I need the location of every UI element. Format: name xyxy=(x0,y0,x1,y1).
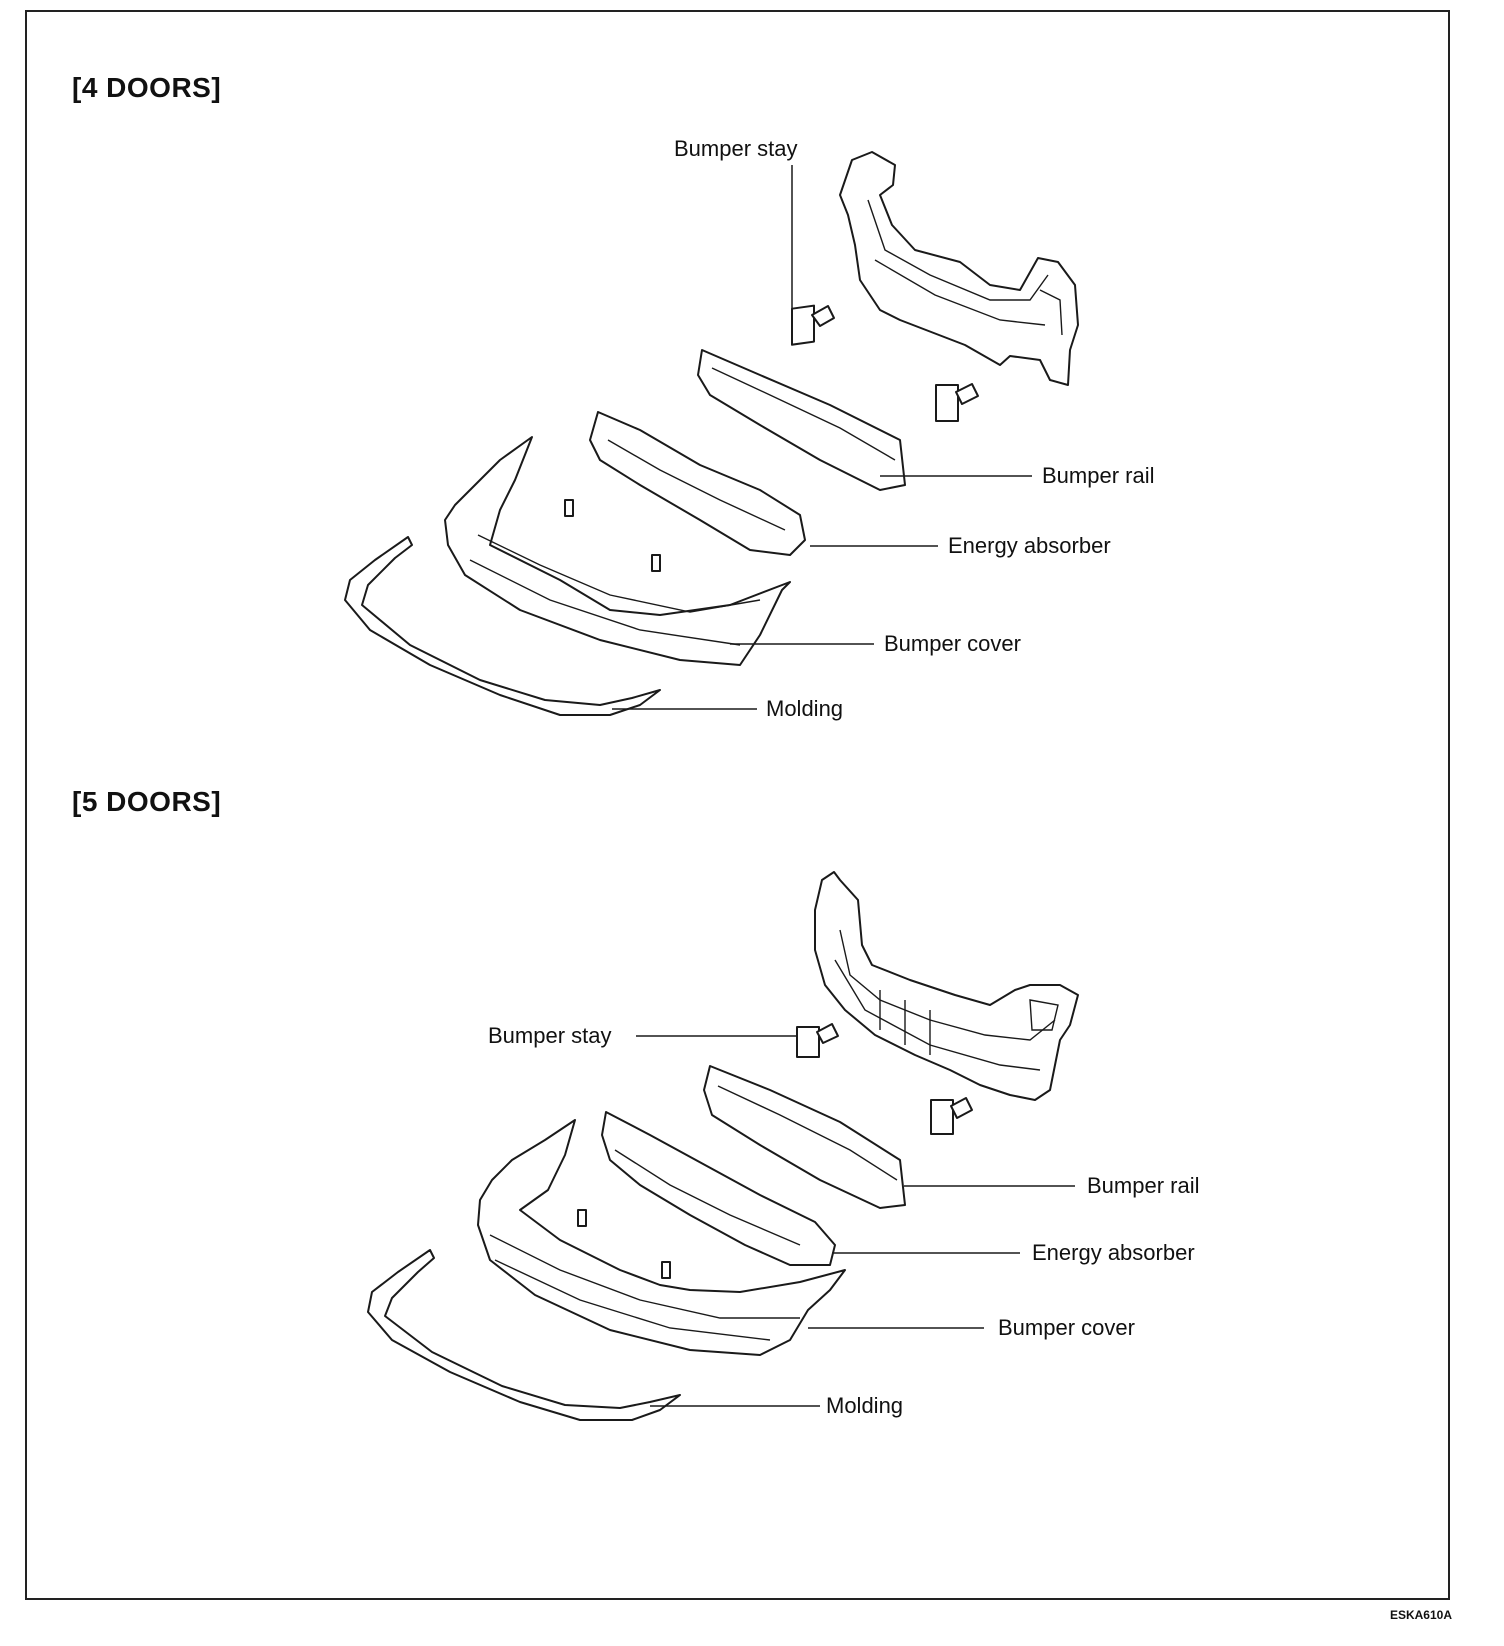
label-4-doors-bumper-cover: Bumper cover xyxy=(884,631,1021,656)
5-doors-assembly xyxy=(367,871,1079,1421)
label-4-doors-bumper-stay: Bumper stay xyxy=(674,136,798,161)
4-doors-bumper-stay-left xyxy=(791,304,835,346)
label-5-doors-bumper-rail: Bumper rail xyxy=(1087,1173,1200,1198)
4-doors-rear-panel xyxy=(839,151,1079,386)
5-doors-rear-panel xyxy=(814,871,1079,1101)
label-5-doors-energy-absorber: Energy absorber xyxy=(1032,1240,1195,1265)
4-doors-bumper-cover xyxy=(444,436,791,666)
5-doors-bumper-cover xyxy=(477,1119,846,1356)
4-doors-energy-absorber xyxy=(589,411,806,556)
4-doors-bumper-stay-right xyxy=(935,383,979,422)
diagram-frame xyxy=(25,10,1450,1600)
section-title-5-doors: [5 DOORS] xyxy=(72,786,222,817)
figure-code: ESKA610A xyxy=(1389,1608,1452,1622)
5-doors-molding xyxy=(367,1249,681,1421)
4-doors-bumper-rail xyxy=(697,349,906,491)
label-5-doors-molding: Molding xyxy=(826,1393,904,1418)
label-4-doors-molding: Molding xyxy=(766,696,844,721)
5-doors-bumper-stay-left xyxy=(796,1023,839,1058)
5-doors-energy-absorber xyxy=(601,1111,836,1266)
4-doors-assembly xyxy=(344,151,1079,716)
label-4-doors-bumper-rail: Bumper rail xyxy=(1042,463,1155,488)
5-doors-bumper-rail xyxy=(703,1065,906,1209)
label-5-doors-bumper-cover: Bumper cover xyxy=(998,1315,1135,1340)
5-doors-bumper-stay-right xyxy=(930,1097,973,1135)
label-5-doors-bumper-stay: Bumper stay xyxy=(488,1023,612,1048)
label-4-doors-energy-absorber: Energy absorber xyxy=(948,533,1111,558)
section-title-4-doors: [4 DOORS] xyxy=(72,72,222,103)
4-doors-molding xyxy=(344,536,661,716)
